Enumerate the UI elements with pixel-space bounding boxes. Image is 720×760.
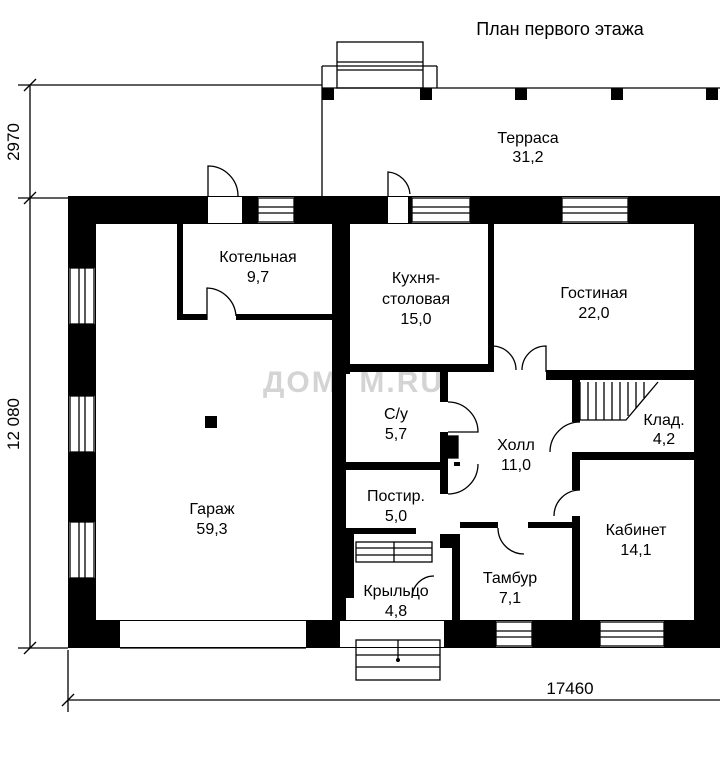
room-name-storage: Клад. [643,412,684,429]
room-area-terrace: 31,2 [512,149,543,166]
room-area-storage: 4,2 [653,431,675,448]
dimension-lines [18,78,720,712]
room-area-living: 22,0 [578,305,609,322]
dimension-house-width: 17460 [546,679,593,698]
room-area-hall: 11,0 [501,457,531,474]
room-name-study: Кабинет [606,522,668,539]
exterior-openings [69,197,664,647]
room-name-laundry: Постир. [367,488,425,505]
room-name-porch: Крыльцо [363,583,428,600]
room-name-living: Гостиная [560,285,627,302]
interior-walls [177,224,694,620]
room-name-bathroom: С/у [384,406,408,423]
room-area-bathroom: 5,7 [385,426,407,443]
room-name-hall: Холл [497,437,535,454]
terrace-outline [321,41,720,196]
room-area-study: 14,1 [620,542,651,559]
dimension-house-depth: 12 080 [4,398,23,450]
room-name-garage: Гараж [189,501,234,518]
room-area-porch: 4,8 [385,603,407,620]
porch-steps [355,541,441,681]
room-area-laundry: 5,0 [385,508,407,525]
room-name-kitchen-1: Кухня- [392,270,440,287]
room-name-terrace: Терраса [497,130,558,147]
room-name-boiler: Котельная [219,249,296,266]
plan-title: План первого этажа [476,19,645,39]
dimension-terrace-depth: 2970 [4,123,23,161]
doors [206,165,581,599]
room-labels: Терраса 31,2 Котельная 9,7 Кухня- столов… [189,130,684,620]
room-area-garage: 59,3 [196,521,227,538]
room-area-kitchen: 15,0 [400,311,431,328]
room-name-vestibule: Тамбур [483,570,537,587]
stairs [579,381,659,421]
room-area-boiler: 9,7 [247,269,269,286]
garage-column [205,416,217,428]
room-area-vestibule: 7,1 [499,590,521,607]
room-name-kitchen-2: столовая [382,291,450,308]
